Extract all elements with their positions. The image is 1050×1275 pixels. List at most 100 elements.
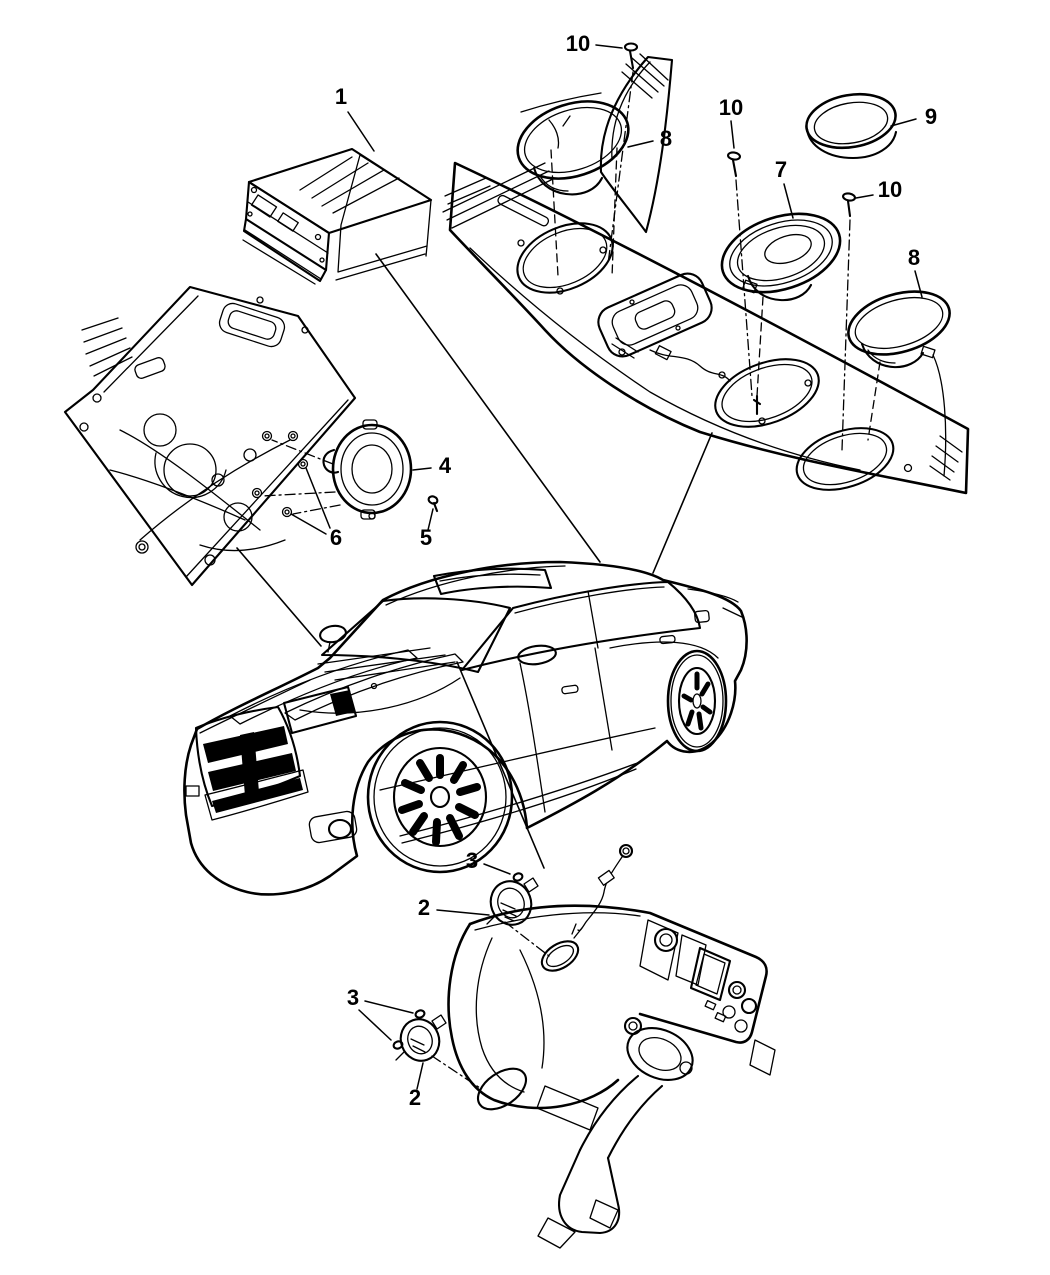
callout-2a-label: 2 (418, 895, 430, 920)
callout-5-leader (427, 508, 434, 531)
callout-10b-label: 10 (719, 95, 743, 120)
callout-10a: 10 (566, 31, 623, 56)
callout-2b-label: 2 (409, 1085, 421, 1110)
assembly-locator-lines (236, 253, 713, 869)
callout-3a-leader (483, 863, 511, 875)
callout-6: 6 (290, 467, 342, 550)
callout-3b-leader (358, 1009, 392, 1041)
shelf-speaker-opening-left (516, 222, 614, 295)
callout-5: 5 (420, 508, 434, 550)
callout-4-label: 4 (439, 453, 452, 478)
callout-6-label: 6 (330, 525, 342, 550)
callout-10a-leader (595, 44, 623, 49)
rear-shelf-panel-illustration (442, 53, 970, 495)
callout-10c-leader (855, 194, 874, 199)
speaker-grille-ring (805, 92, 898, 160)
sunroof (432, 567, 553, 596)
speaker-mount-screw (752, 394, 762, 416)
window-regulator (109, 413, 291, 541)
side-mirror (517, 644, 557, 666)
callout-10c-label: 10 (878, 177, 902, 202)
speaker-mounting-grommets (251, 430, 309, 518)
callout-4-leader (412, 467, 432, 471)
shelf-edge-hatching (929, 435, 963, 481)
rear-wheel (666, 649, 728, 753)
instrument-panel-illustration (447, 843, 776, 1249)
tweeter-lower (392, 1009, 481, 1089)
tweeter-screw (414, 1009, 426, 1019)
fog-lamp (327, 818, 353, 840)
callout-6-leader (305, 467, 331, 529)
callout-3a-label: 3 (466, 848, 478, 873)
dash-lower-opening (477, 1067, 527, 1111)
callout-5-label: 5 (420, 525, 432, 550)
door-handle-front (561, 684, 579, 695)
callout-8a-label: 8 (660, 126, 672, 151)
pillar-hatching (621, 53, 669, 99)
callout-10a-label: 10 (566, 31, 590, 56)
wipers (317, 647, 456, 681)
callout-8b-leader (914, 270, 923, 298)
callout-9-label: 9 (925, 104, 937, 129)
screw-10-first (607, 42, 639, 265)
callout-3b: 3 (347, 985, 414, 1041)
dash-top-speaker-hole (540, 940, 580, 972)
door-handle-rear (659, 634, 676, 645)
callout-3b-label: 3 (347, 985, 359, 1010)
callout-8a-leader (627, 140, 654, 148)
door-speaker (322, 419, 413, 520)
round-speaker (720, 212, 842, 416)
callout-8a: 8 (627, 126, 672, 151)
tweeter-screw (512, 872, 524, 882)
screw-10-third (841, 192, 856, 451)
door-bracket-hatching (81, 317, 133, 377)
shelf-speaker-opening-right (795, 427, 913, 491)
callout-6-leader (290, 513, 327, 535)
callout-2b: 2 (409, 1062, 424, 1110)
oval-speaker-right (847, 290, 951, 441)
amplifier-heatsink-fins (337, 154, 432, 273)
callout-1-label: 1 (335, 84, 347, 109)
car-illustration (183, 560, 748, 896)
oval-speaker-left (516, 100, 630, 278)
shelf-center-recess (597, 272, 713, 358)
center-stack (639, 919, 776, 1076)
amplifier-connectors (247, 186, 329, 263)
callout-10b: 10 (719, 95, 743, 149)
headlight (282, 685, 358, 735)
callout-7-leader (783, 183, 794, 219)
screw-5 (427, 495, 439, 513)
callout-8b-label: 8 (908, 245, 920, 270)
fuel-door (694, 609, 710, 624)
wiring-harness (571, 843, 634, 939)
callout-7-label: 7 (775, 157, 787, 182)
front-wheel (366, 720, 514, 874)
side-windows (460, 580, 702, 672)
callout-9-leader (890, 118, 917, 127)
shelf-speaker-opening-center (714, 358, 820, 428)
callout-3a: 3 (466, 848, 511, 875)
callout-2b-leader (416, 1062, 424, 1090)
far-side-mirror (319, 624, 347, 644)
callout-4: 4 (412, 453, 452, 478)
callout-10c: 10 (855, 177, 902, 202)
dash-tweeters (392, 872, 550, 1089)
amplifier-illustration (242, 147, 433, 285)
callout-8b: 8 (908, 245, 923, 298)
door-panel-illustration (63, 285, 439, 587)
tweeter-screw (392, 1040, 404, 1050)
screw-10-second (726, 151, 753, 397)
callout-layer: 1 10 8 9 10 7 10 8 4 6 5 3 2 3 2 (290, 31, 937, 1110)
callout-2a-leader (436, 909, 490, 916)
lower-fascia (185, 769, 358, 844)
steering-column (536, 1016, 694, 1249)
callout-3b-leader (364, 1000, 414, 1014)
callout-2a: 2 (418, 895, 490, 920)
callout-9: 9 (890, 104, 937, 129)
callout-10b-leader (730, 120, 735, 149)
callout-1: 1 (335, 84, 375, 152)
rear-speakers (516, 42, 951, 451)
grille (194, 705, 302, 808)
